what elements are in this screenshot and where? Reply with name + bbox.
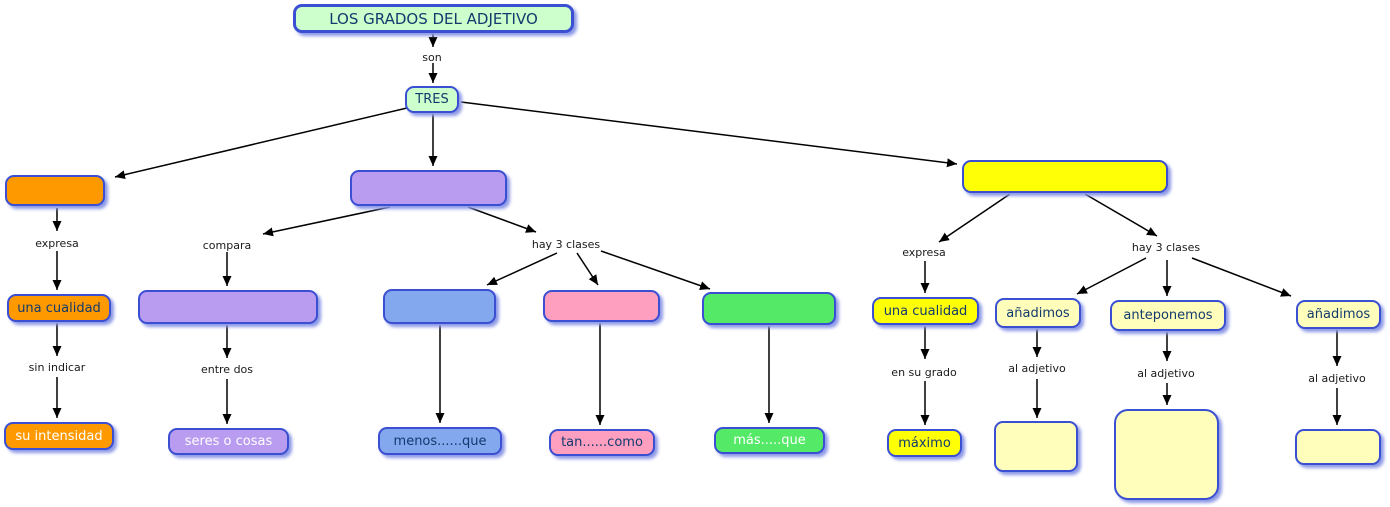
node-anadimos-2-target[interactable] <box>1295 429 1381 465</box>
node-una-cualidad-1[interactable]: una cualidad <box>7 294 111 322</box>
node-seres-o-cosas[interactable]: seres o cosas <box>168 428 289 455</box>
linking-phrase-hay-3-clases-right[interactable]: hay 3 clases <box>1131 241 1201 254</box>
node-menos-que[interactable]: menos......que <box>378 427 502 455</box>
linking-phrase-sin-indicar[interactable]: sin indicar <box>28 361 86 374</box>
linking-phrase-al-adjetivo-3[interactable]: al adjetivo <box>1308 372 1366 385</box>
node-mas-que[interactable]: más.....que <box>714 427 825 454</box>
node-anteponemos-target[interactable] <box>1114 409 1219 500</box>
linking-phrase-expresa-left[interactable]: expresa <box>35 237 79 250</box>
linking-phrase-entre-dos[interactable]: entre dos <box>200 363 254 376</box>
linking-phrase-expresa-right[interactable]: expresa <box>902 246 946 259</box>
node-clase-mas[interactable] <box>702 292 836 325</box>
node-clase-tan[interactable] <box>543 290 660 322</box>
node-una-cualidad-3[interactable]: una cualidad <box>872 297 979 325</box>
node-grado-2-sub[interactable] <box>138 290 318 324</box>
node-tres[interactable]: TRES <box>405 86 459 113</box>
node-anadimos-1[interactable]: añadimos <box>995 298 1081 328</box>
node-grado-3[interactable] <box>962 160 1168 193</box>
linking-phrase-al-adjetivo-2[interactable]: al adjetivo <box>1137 367 1195 380</box>
linking-phrase-compara[interactable]: compara <box>202 239 252 252</box>
linking-phrase-en-su-grado[interactable]: en su grado <box>891 366 957 379</box>
linking-phrase-hay-3-clases-left[interactable]: hay 3 clases <box>531 238 601 251</box>
node-su-intensidad[interactable]: su intensidad <box>4 422 114 450</box>
node-anteponemos[interactable]: anteponemos <box>1110 300 1226 331</box>
node-grado-2[interactable] <box>350 170 507 206</box>
node-grado-1[interactable] <box>5 175 105 206</box>
node-anadimos-2[interactable]: añadimos <box>1296 300 1381 329</box>
linking-phrase-son[interactable]: son <box>422 51 442 64</box>
node-clase-menos[interactable] <box>383 289 496 324</box>
node-maximo[interactable]: máximo <box>887 429 962 457</box>
node-tan-como[interactable]: tan......como <box>549 429 655 456</box>
node-title[interactable]: LOS GRADOS DEL ADJETIVO <box>293 4 574 33</box>
linking-phrase-al-adjetivo-1[interactable]: al adjetivo <box>1008 362 1066 375</box>
node-anadimos-1-target[interactable] <box>994 421 1078 472</box>
